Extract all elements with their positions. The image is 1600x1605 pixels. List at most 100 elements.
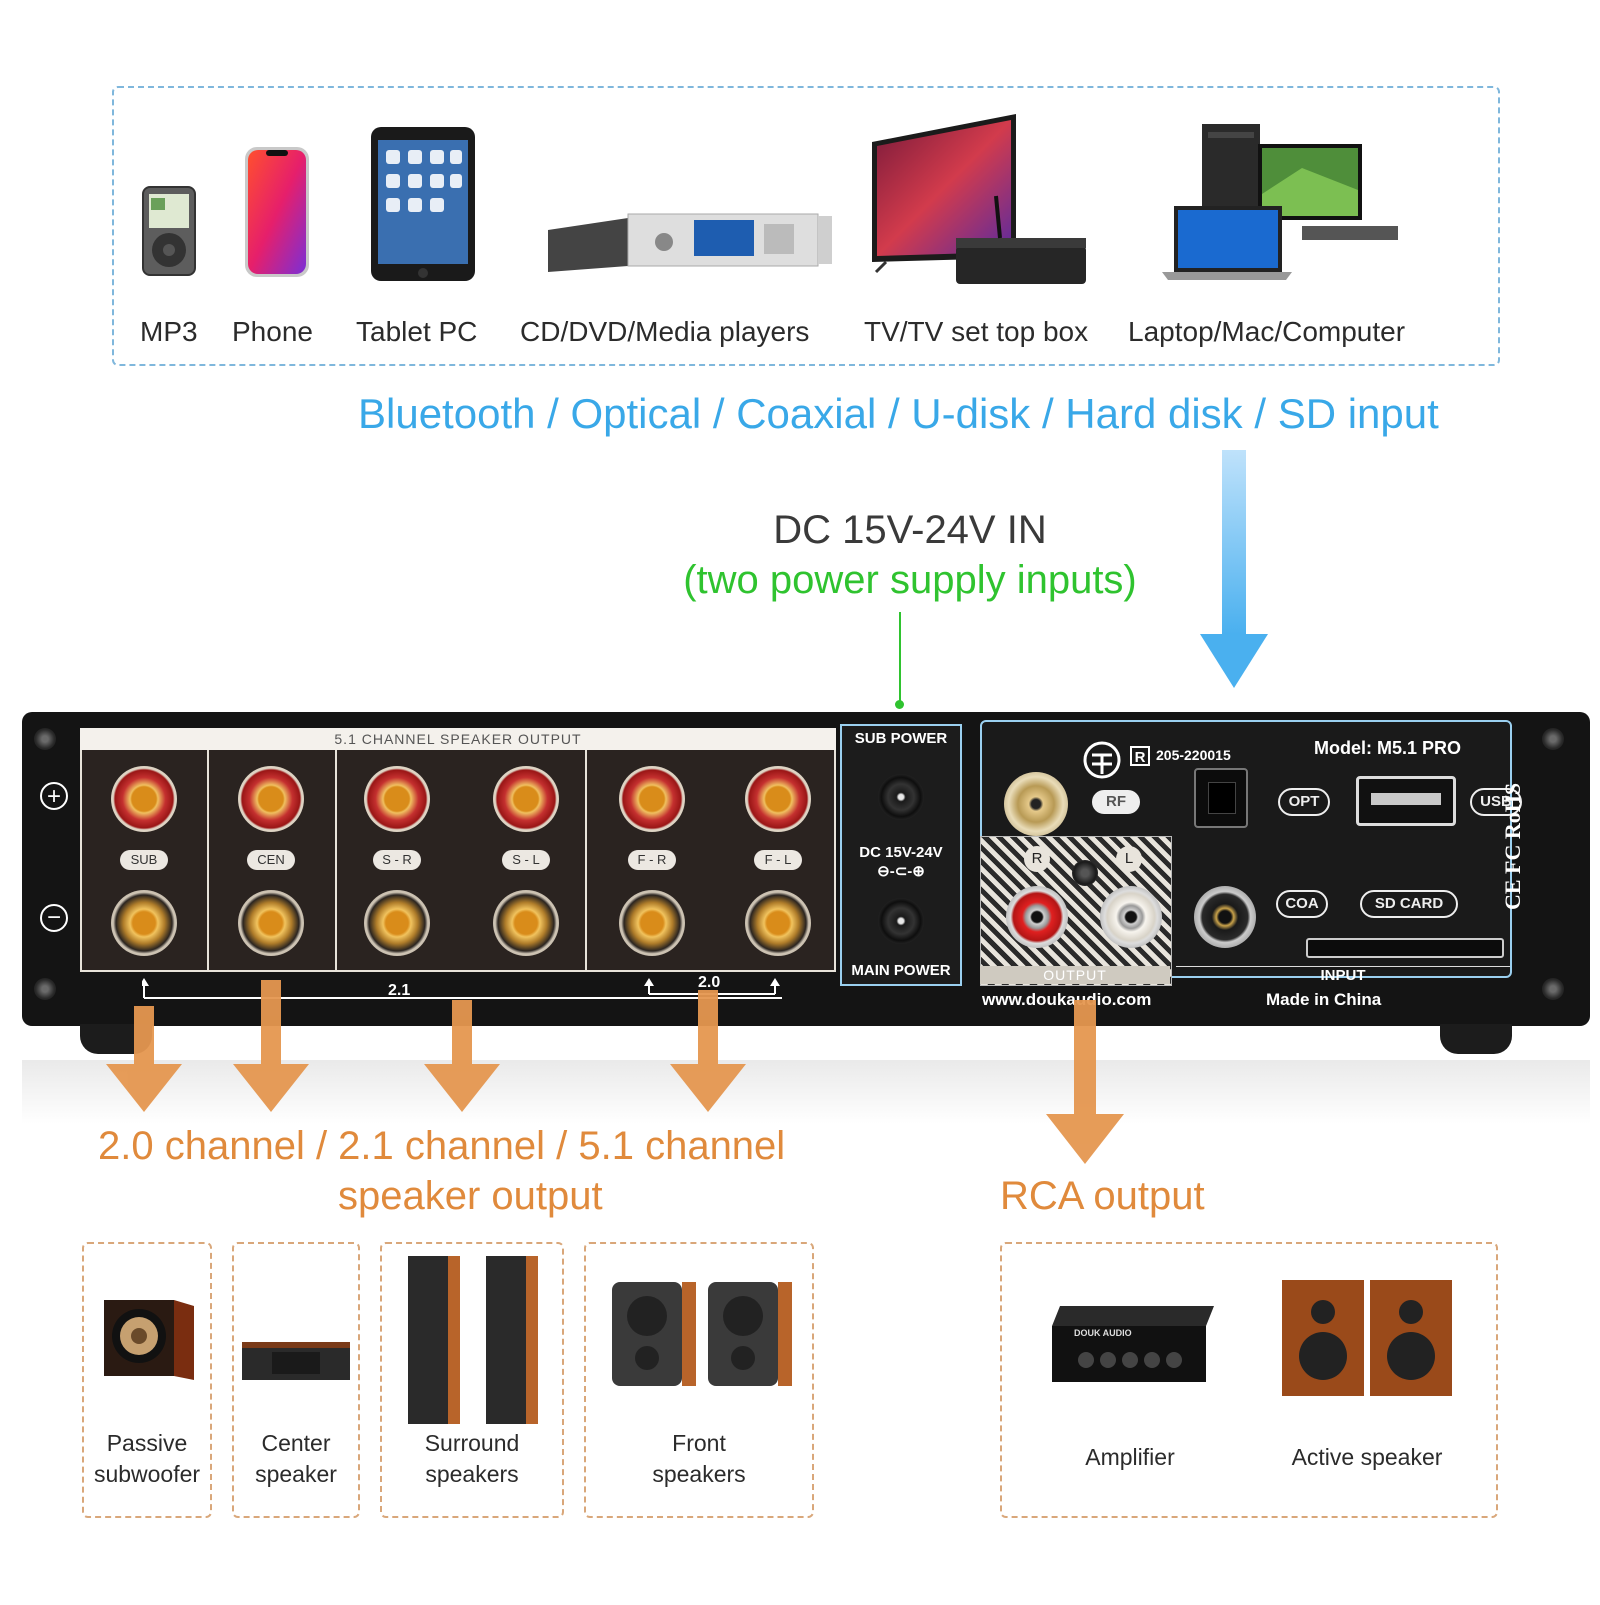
source-label-media-player: CD/DVD/Media players <box>520 316 810 347</box>
power-input-heading: DC 15V-24V IN <box>773 508 1047 552</box>
channel-tag-cen: CEN <box>247 850 295 870</box>
speaker-output-heading-line2: speaker output <box>338 1174 603 1218</box>
surround-speakers-label-line2: speakers <box>425 1461 519 1487</box>
sub-power-label: SUB POWER <box>854 730 948 747</box>
power-pointer-line <box>899 612 901 704</box>
subwoofer-label-line2: subwoofer <box>93 1461 201 1487</box>
sd-card-label: SD CARD <box>1360 890 1458 918</box>
subwoofer-label: Passive subwoofer <box>82 1428 212 1490</box>
input-types-heading: Bluetooth / Optical / Coaxial / U-disk /… <box>358 390 1439 437</box>
negative-terminal-marker: − <box>40 904 68 932</box>
right-foot <box>1440 1024 1512 1054</box>
main-power-label: MAIN POWER <box>851 962 951 979</box>
source-label-tablet: Tablet PC <box>356 316 478 347</box>
front-speakers-label-line2: speakers <box>652 1461 746 1487</box>
usb-label: USB <box>1470 788 1522 816</box>
bracket-2-1 <box>139 978 782 1002</box>
channel-tag-sub: SUB <box>120 850 168 870</box>
front-speakers-card <box>584 1242 814 1518</box>
positive-terminal-marker: + <box>40 782 68 810</box>
fl-negative-terminal[interactable] <box>745 890 811 956</box>
screw-icon <box>1542 728 1564 750</box>
channel-tag-sr: S - R <box>373 850 421 870</box>
sl-negative-terminal[interactable] <box>493 890 559 956</box>
fl-positive-terminal[interactable] <box>745 766 811 832</box>
source-label-computer: Laptop/Mac/Computer <box>1128 316 1406 347</box>
tv-icon <box>866 112 1090 288</box>
sr-positive-terminal[interactable] <box>364 766 430 832</box>
input-label: INPUT <box>1176 966 1510 984</box>
cen-negative-terminal[interactable] <box>238 890 304 956</box>
subwoofer-label-line1: Passive <box>106 1430 188 1456</box>
output-label: OUTPUT <box>980 966 1170 984</box>
source-label-mp3: MP3 <box>140 316 198 347</box>
sub-positive-terminal[interactable] <box>111 766 177 832</box>
amplifier-brand: DOUK AUDIO <box>1074 1328 1132 1338</box>
coa-label: COA <box>1276 890 1328 918</box>
registered-mark: R <box>1130 746 1150 766</box>
bracket-2-1-label: 2.1 <box>388 982 411 999</box>
coaxial-input-port[interactable] <box>1194 886 1256 948</box>
center-speaker-icon <box>242 1342 350 1380</box>
channel-tag-sl: S - L <box>502 850 550 870</box>
polarity-symbol: ⊖-⊂-⊕ <box>877 863 925 880</box>
power-input-subheading: (two power supply inputs) <box>683 558 1137 602</box>
panel-reflection <box>22 1060 1590 1124</box>
sl-positive-terminal[interactable] <box>493 766 559 832</box>
main-power-jack[interactable] <box>878 898 924 944</box>
model-label: Model: M5.1 PRO <box>1314 738 1462 758</box>
sub-negative-terminal[interactable] <box>111 890 177 956</box>
website-label: www.doukaudio.com <box>982 990 1152 1009</box>
certification-number: 205-220015 <box>1156 747 1231 763</box>
cen-positive-terminal[interactable] <box>238 766 304 832</box>
computer-icon <box>1162 124 1402 282</box>
rca-output-left[interactable] <box>1100 886 1162 948</box>
channel-divider <box>207 750 209 972</box>
rca-r-marker: R <box>1024 846 1050 872</box>
center-speaker-label-line1: Center <box>261 1430 331 1456</box>
compliance-marks: CE FC RoHS <box>1500 782 1525 910</box>
speaker-output-title: 5.1 CHANNEL SPEAKER OUTPUT <box>80 728 836 750</box>
screw-icon <box>1542 978 1564 1000</box>
front-speakers-icon <box>612 1278 792 1390</box>
speaker-output-section <box>80 728 836 972</box>
rca-l-marker: L <box>1116 846 1142 872</box>
fr-positive-terminal[interactable] <box>619 766 685 832</box>
fr-negative-terminal[interactable] <box>619 890 685 956</box>
dc-voltage-label: DC 15V-24V <box>859 844 943 861</box>
surround-speakers-label-line1: Surround <box>424 1430 520 1456</box>
speaker-output-heading-line1: 2.0 channel / 2.1 channel / 5.1 channel <box>98 1124 786 1168</box>
opt-label: OPT <box>1278 788 1330 816</box>
power-pointer-dot <box>895 700 904 709</box>
subwoofer-card <box>82 1242 212 1518</box>
rca-devices-card <box>1000 1242 1498 1518</box>
sr-negative-terminal[interactable] <box>364 890 430 956</box>
sub-power-jack[interactable] <box>878 774 924 820</box>
rf-antenna-connector[interactable] <box>1004 772 1068 836</box>
screw-icon <box>34 978 56 1000</box>
made-in-label: Made in China <box>1266 990 1382 1009</box>
sd-card-slot[interactable] <box>1306 938 1504 958</box>
subwoofer-icon <box>104 1296 194 1380</box>
front-speakers-label: Front speakers <box>584 1428 814 1490</box>
media-player-icon <box>548 206 832 274</box>
active-speaker-icon <box>1282 1278 1452 1398</box>
rca-output-heading: RCA output <box>1000 1174 1205 1218</box>
optical-input-port[interactable] <box>1194 768 1248 828</box>
input-arrow-icon <box>1198 450 1270 690</box>
surround-speakers-icon <box>408 1256 538 1426</box>
usb-port[interactable] <box>1356 776 1456 826</box>
bracket-2-0-label: 2.0 <box>698 974 721 991</box>
source-devices-box <box>112 86 1500 366</box>
front-speakers-label-line1: Front <box>672 1430 726 1456</box>
screw-icon <box>1072 860 1098 886</box>
active-speaker-label: Active speaker <box>1291 1444 1443 1470</box>
rca-output-right[interactable] <box>1006 886 1068 948</box>
center-speaker-card <box>232 1242 360 1518</box>
channel-divider <box>585 750 587 972</box>
amplifier-label: Amplifier <box>1085 1444 1175 1470</box>
source-label-phone: Phone <box>232 316 313 347</box>
channel-tag-fl: F - L <box>754 850 802 870</box>
surround-speakers-label: Surround speakers <box>380 1428 564 1490</box>
